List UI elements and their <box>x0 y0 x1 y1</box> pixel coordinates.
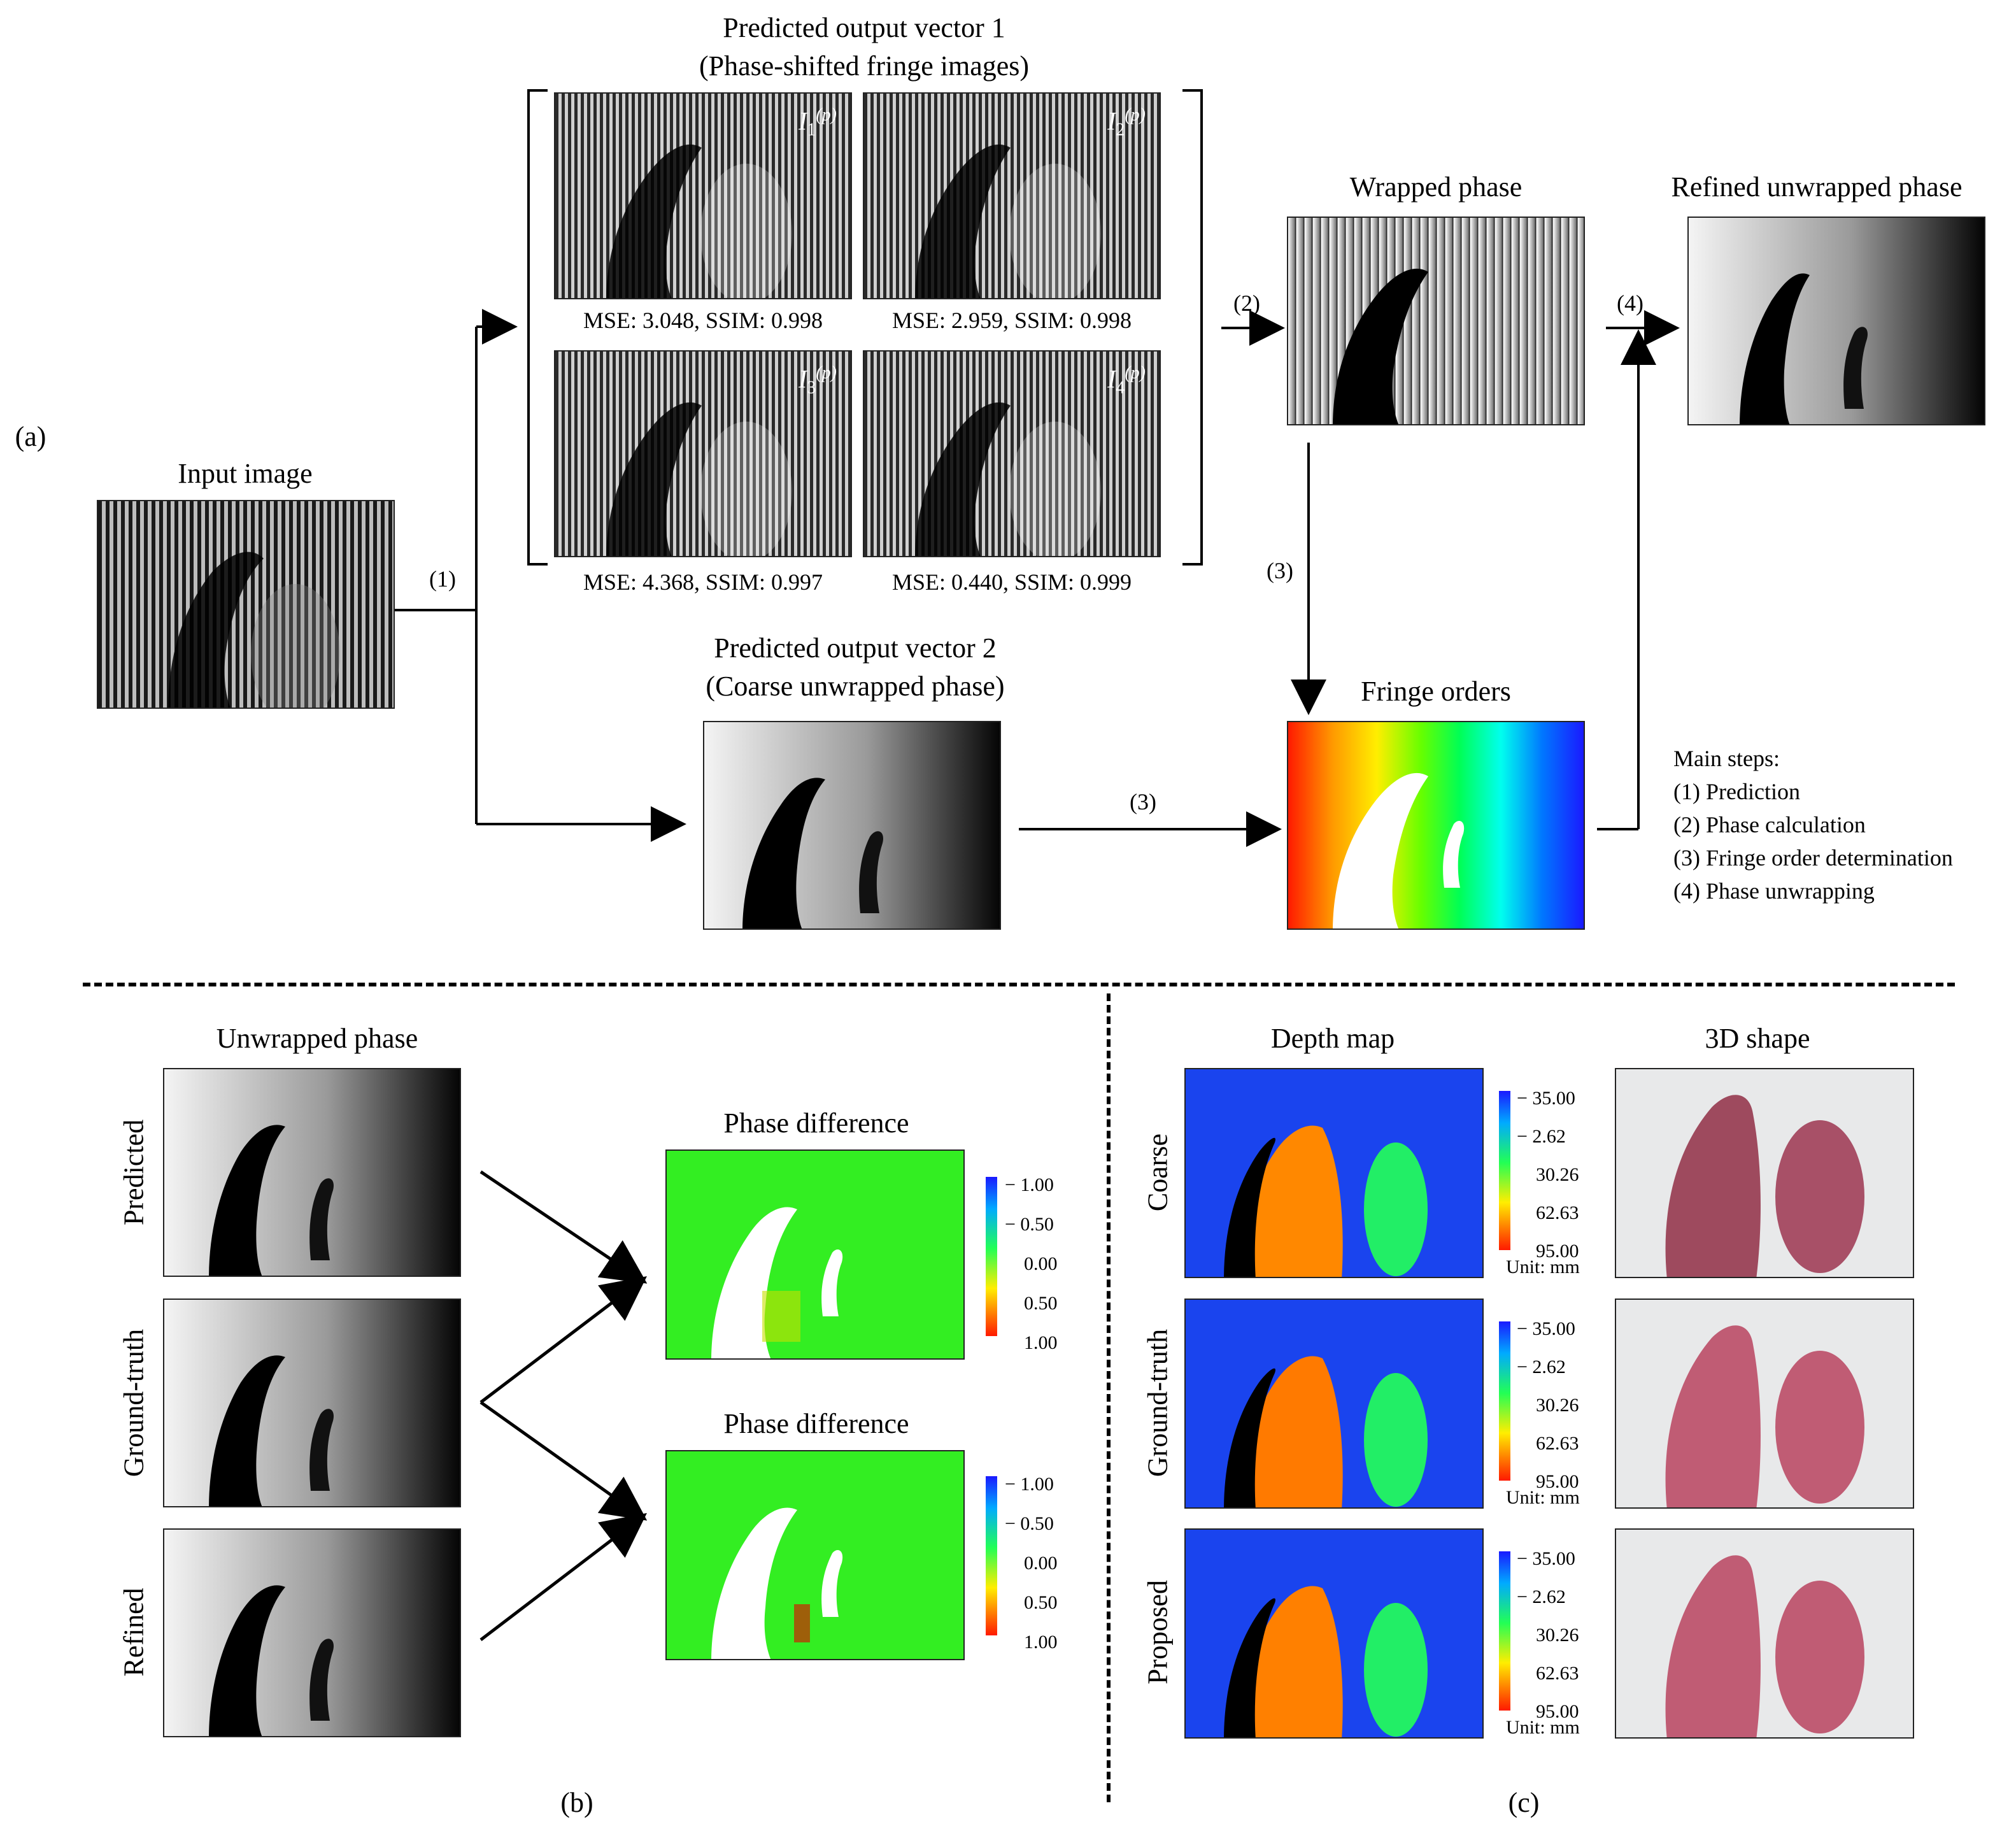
panel-b-title: Unwrapped phase <box>216 1023 418 1054</box>
row-label-ground-truth-c: Ground-truth <box>1142 1328 1174 1477</box>
main-step-1: (1) Prediction <box>1673 779 1800 804</box>
vector2-title-line2: (Coarse unwrapped phase) <box>706 671 1005 702</box>
panel-a-arrows <box>395 309 1680 847</box>
main-step-3: (3) Fringe order determination <box>1673 845 1953 871</box>
main-steps-list: Main steps: (1) Prediction (2) Phase cal… <box>1673 742 1953 907</box>
row-label-proposed: Proposed <box>1142 1580 1174 1684</box>
row-label-predicted: Predicted <box>118 1119 150 1226</box>
refined-unwrapped-image <box>1687 217 1985 425</box>
fringe-image-2: I2(p) <box>863 92 1161 299</box>
main-step-2: (2) Phase calculation <box>1673 812 1866 837</box>
step-label-2: (2) <box>1233 290 1260 316</box>
3d-shape-ground-truth <box>1615 1299 1914 1509</box>
step-label-3-horizontal: (3) <box>1130 789 1156 815</box>
depth-colorbar-coarse-ticks: − 35.00 − 2.62 30.26 62.63 95.00 <box>1517 1088 1579 1262</box>
depth-unit-coarse: Unit: mm <box>1506 1256 1580 1277</box>
phase-diff-image-2 <box>665 1450 965 1660</box>
3d-shape-proposed <box>1615 1528 1914 1739</box>
fringe-image-1-symbol: I1(p) <box>799 105 837 140</box>
phase-diff-colorbar-2-ticks: − 1.00 − 0.50 0.00 0.50 1.00 <box>1005 1474 1058 1653</box>
ground-truth-phase-image <box>163 1299 461 1507</box>
panel-b-arrows <box>479 1170 648 1641</box>
fringe-image-4: I4(p) <box>863 350 1161 557</box>
fringe-image-4-metrics: MSE: 0.440, SSIM: 0.999 <box>891 569 1132 595</box>
depth-colorbar-ground-truth <box>1499 1321 1510 1481</box>
3d-shape-title: 3D shape <box>1705 1023 1810 1054</box>
phase-diff-colorbar-1-ticks: − 1.00 − 0.50 0.00 0.50 1.00 <box>1005 1174 1058 1353</box>
wrapped-phase-title: Wrapped phase <box>1349 171 1523 203</box>
depth-colorbar-coarse <box>1499 1091 1510 1250</box>
phase-diff-image-1 <box>665 1149 965 1360</box>
fringe-orders-image <box>1287 721 1585 930</box>
phase-diff-title-1: Phase difference <box>723 1107 909 1139</box>
panel-b-label: (b) <box>560 1787 593 1818</box>
step-label-4: (4) <box>1617 290 1643 316</box>
depth-unit-ground-truth: Unit: mm <box>1506 1487 1580 1508</box>
depth-map-title: Depth map <box>1270 1023 1395 1054</box>
row-label-coarse: Coarse <box>1142 1133 1174 1212</box>
depth-unit-proposed: Unit: mm <box>1506 1717 1580 1738</box>
refined-phase-image <box>163 1528 461 1737</box>
main-steps-heading: Main steps: <box>1673 746 1780 771</box>
phase-diff-colorbar-2 <box>986 1476 997 1635</box>
row-label-ground-truth: Ground-truth <box>118 1328 150 1477</box>
depth-map-coarse <box>1184 1068 1484 1278</box>
depth-map-proposed <box>1184 1528 1484 1739</box>
depth-colorbar-ground-truth-ticks: − 35.00 − 2.62 30.26 62.63 95.00 <box>1517 1318 1579 1492</box>
step-label-3-vertical: (3) <box>1267 558 1293 583</box>
vector2-title-line1: Predicted output vector 2 <box>714 632 997 664</box>
fringe-image-1-metrics: MSE: 3.048, SSIM: 0.998 <box>583 308 823 333</box>
fringe-image-3-symbol: I3(p) <box>799 363 837 398</box>
main-step-4: (4) Phase unwrapping <box>1673 878 1875 904</box>
vector1-title-line2: (Phase-shifted fringe images) <box>699 50 1030 82</box>
horizontal-divider <box>83 983 1955 986</box>
fringe-image-1: I1(p) <box>554 92 852 299</box>
fringe-image-2-symbol: I2(p) <box>1107 105 1146 140</box>
left-brace <box>527 89 548 566</box>
depth-colorbar-proposed <box>1499 1551 1510 1711</box>
fringe-orders-title: Fringe orders <box>1361 676 1511 707</box>
panel-a-label: (a) <box>15 421 46 452</box>
panel-c-label: (c) <box>1508 1787 1540 1818</box>
row-label-refined: Refined <box>118 1588 150 1677</box>
fringe-image-4-symbol: I4(p) <box>1107 363 1146 398</box>
right-brace <box>1182 89 1203 566</box>
step-label-1: (1) <box>429 566 456 592</box>
depth-map-ground-truth <box>1184 1299 1484 1509</box>
fringe-image-3-metrics: MSE: 4.368, SSIM: 0.997 <box>583 569 823 595</box>
depth-colorbar-proposed-ticks: − 35.00 − 2.62 30.26 62.63 95.00 <box>1517 1548 1579 1722</box>
refined-unwrapped-title: Refined unwrapped phase <box>1671 171 1963 203</box>
phase-diff-colorbar-1 <box>986 1177 997 1336</box>
vector1-title-line1: Predicted output vector 1 <box>723 12 1005 43</box>
phase-diff-title-2: Phase difference <box>723 1408 909 1439</box>
coarse-unwrapped-image <box>703 721 1001 930</box>
input-image <box>97 500 395 709</box>
3d-shape-coarse <box>1615 1068 1914 1278</box>
fringe-image-2-metrics: MSE: 2.959, SSIM: 0.998 <box>891 308 1132 333</box>
vertical-divider <box>1107 993 1111 1802</box>
fringe-image-3: I3(p) <box>554 350 852 557</box>
predicted-phase-image <box>163 1068 461 1277</box>
wrapped-phase-image <box>1287 217 1585 425</box>
input-image-title: Input image <box>178 458 313 489</box>
